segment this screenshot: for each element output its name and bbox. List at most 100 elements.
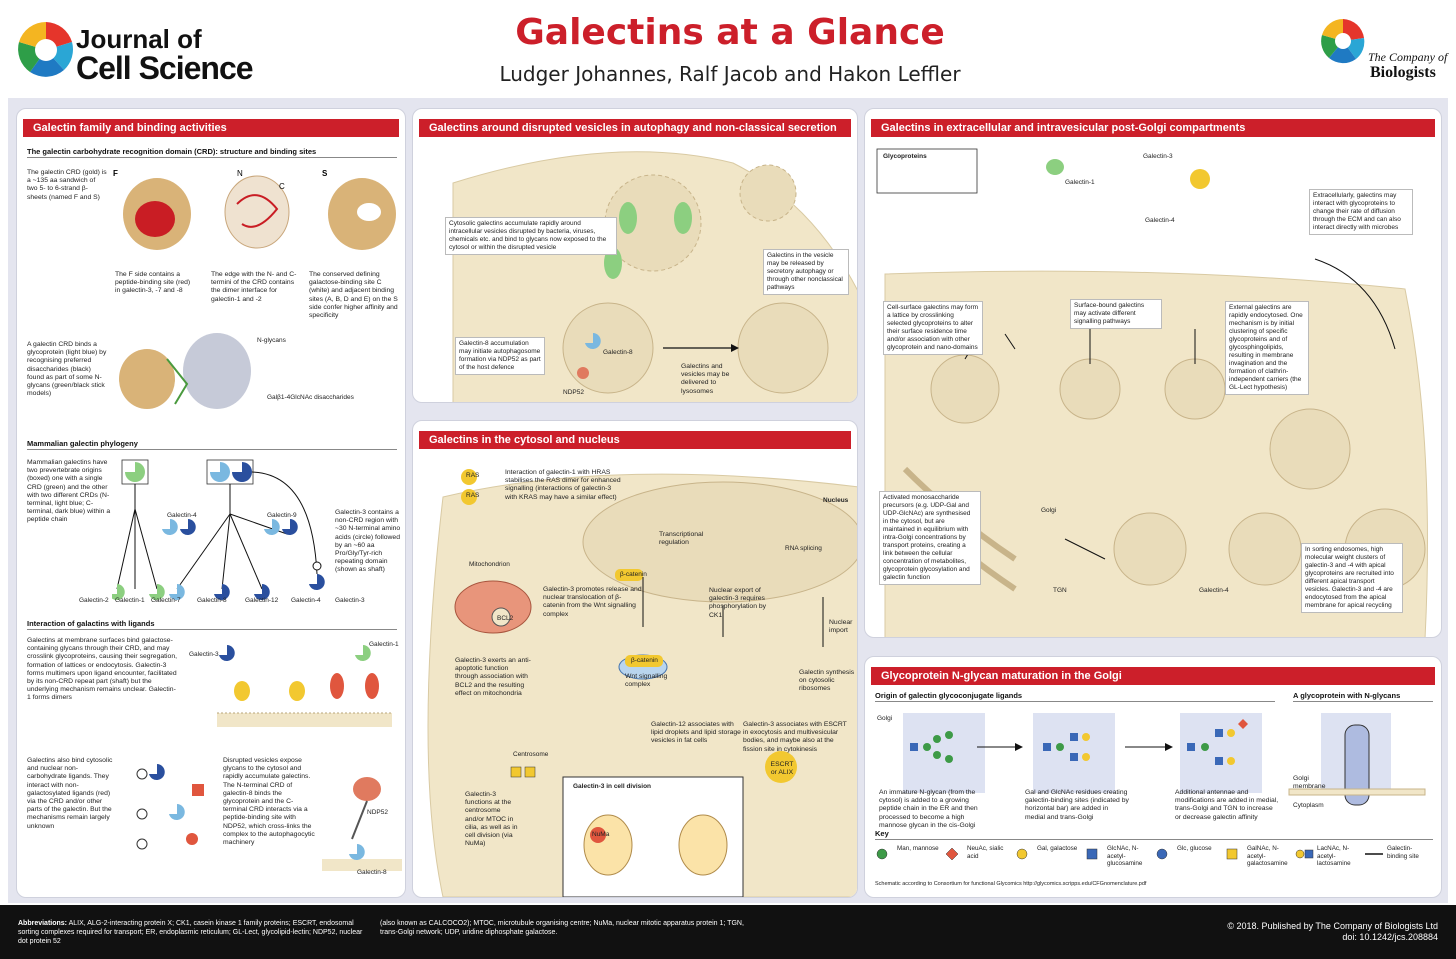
copyright-block: © 2018. Published by The Company of Biol… bbox=[1227, 921, 1438, 943]
galectin-3-phylogeny-text: Galectin-3 contains a non-CRD region wit… bbox=[335, 509, 401, 574]
numa-label: NuMa bbox=[592, 831, 610, 838]
phylogeny-tree-diagram bbox=[112, 459, 325, 600]
golgi-label: Golgi bbox=[1041, 507, 1057, 514]
key-heading: Key bbox=[875, 829, 889, 838]
leaf-label: Galectin-2 bbox=[79, 597, 109, 604]
galectin-4-label: Galectin-4 bbox=[1145, 217, 1175, 224]
abbreviations-part1: Abbreviations: ALIX, ALG-2-interacting p… bbox=[18, 919, 368, 946]
autophagy-cell-illustration bbox=[452, 151, 857, 402]
leaf-label: Galectin-7 bbox=[151, 597, 181, 604]
key-item-label: LacNAc, N-acetyl-lactosamine bbox=[1317, 845, 1351, 868]
key-item-label: Man, mannose bbox=[897, 845, 939, 852]
interaction-text: Galectins at membrane surfaces bind gala… bbox=[27, 637, 177, 702]
cytosol-cell-illustration bbox=[427, 469, 857, 897]
side-f-label: F bbox=[113, 169, 118, 178]
side-s-label: S bbox=[322, 169, 328, 178]
crd-intro-text: The galectin CRD (gold) is a ~135 aa san… bbox=[27, 169, 107, 201]
poster-header: Journal of Cell Science Galectins at a G… bbox=[0, 0, 1456, 98]
extracellular-note: Extracellularly, galectins may interact … bbox=[1309, 189, 1413, 235]
glycoprotein-binding-illustration bbox=[119, 333, 251, 409]
section-divider bbox=[27, 449, 397, 450]
key-symbol-icon bbox=[1086, 848, 1098, 860]
journal-name-line1: Journal of bbox=[76, 24, 202, 54]
endocytosis-note: External galectins are rapidly endocytos… bbox=[1225, 301, 1309, 395]
key-symbol-icon bbox=[1295, 849, 1314, 859]
maturation-step-3: Additional antennae and modifications ar… bbox=[1175, 789, 1279, 821]
abbreviations-label: Abbreviations: bbox=[18, 920, 68, 927]
key-symbol-icon bbox=[945, 847, 959, 861]
abbreviations-text: ALIX, ALG-2-interacting protein X; CK1, … bbox=[18, 920, 363, 945]
poster-footer: Abbreviations: ALIX, ALG-2-interacting p… bbox=[0, 905, 1456, 959]
copyright-text: © 2018. Published by The Company of Biol… bbox=[1227, 921, 1438, 931]
galectin-3-label: Galectin-3 bbox=[1143, 153, 1173, 160]
ras-label: RAS bbox=[466, 472, 480, 479]
key-item-label: GalNAc, N-acetyl-galactosamine bbox=[1247, 845, 1288, 868]
section-divider bbox=[875, 701, 1275, 702]
centrosome-label: Centrosome bbox=[513, 751, 549, 758]
disaccharide-label: Galβ1-4GlcNAc disaccharides bbox=[267, 394, 354, 401]
key-symbol-icon bbox=[1365, 853, 1383, 855]
panel-extracellular: Galectins in extracellular and intravesi… bbox=[864, 108, 1442, 638]
doi-link[interactable]: doi: 10.1242/jcs.208884 bbox=[1342, 932, 1438, 942]
monosaccharide-note: Activated monosaccharide precursors (e.g… bbox=[879, 491, 981, 585]
journal-name-line2: Cell Science bbox=[76, 50, 254, 86]
section-heading: The galectin carbohydrate recognition do… bbox=[27, 147, 317, 156]
signalling-note: Surface-bound galectins may activate dif… bbox=[1070, 299, 1162, 329]
glycoprotein-binding-text: A galectin CRD binds a glycoprotein (lig… bbox=[27, 341, 107, 398]
wnt-complex-label: Wnt signalling complex bbox=[625, 673, 668, 689]
ndp52-label: NDP52 bbox=[367, 809, 388, 816]
publisher-name-line2: Biologists bbox=[1370, 64, 1436, 81]
key-item: LacNAc, N-acetyl-lactosamine bbox=[1295, 845, 1361, 871]
escrt-text: Galectin-3 associates with ESCRT in exoc… bbox=[743, 721, 847, 753]
publisher-logo[interactable]: The Company of Biologists bbox=[1320, 16, 1450, 88]
panel-title: Glycoprotein N-glycan maturation in the … bbox=[871, 667, 1435, 685]
centrosome-text: Galectin-3 functions at the centrosome a… bbox=[465, 791, 518, 848]
cytosolic-ligand-text: Galectins also bind cytosolic and nuclea… bbox=[27, 757, 113, 830]
lipid-droplet-text: Galectin-12 associates with lipid drople… bbox=[651, 721, 741, 745]
lysosome-delivery-note: Galectins and vesicles may be delivered … bbox=[681, 363, 730, 395]
key-item-label: Gal, galactose bbox=[1037, 845, 1078, 852]
glycoproteins-label: Glycoproteins bbox=[883, 153, 927, 160]
leaf-label: Galectin-8 bbox=[197, 597, 227, 604]
section-divider bbox=[1293, 701, 1433, 702]
journal-logo-icon bbox=[18, 21, 74, 77]
panel-cytosol-nucleus: Galectins in the cytosol and nucleus RAS… bbox=[412, 420, 858, 898]
poster-body: Galectin family and binding activities T… bbox=[8, 98, 1448, 903]
ras-label: RAS bbox=[466, 492, 480, 499]
mitochondrion-label: Mitochondrion bbox=[469, 561, 510, 568]
cytosolic-galectins-note: Cytosolic galectins accumulate rapidly a… bbox=[445, 217, 617, 255]
galectin-1-label: Galectin-1 bbox=[1065, 179, 1095, 186]
side-c-label: C bbox=[279, 182, 285, 191]
side-n-label: N bbox=[237, 169, 243, 178]
panel-title: Galectin family and binding activities bbox=[23, 119, 399, 137]
galectin-4-label: Galectin-4 bbox=[167, 512, 197, 519]
bcl2-label: BCL2 bbox=[497, 615, 514, 622]
key-symbol-icon bbox=[1226, 848, 1238, 860]
key-symbol-icon bbox=[1156, 848, 1168, 860]
section-heading: Interaction of galactins with ligands bbox=[27, 619, 155, 628]
key-divider bbox=[875, 839, 1433, 840]
panel-galectin-family: Galectin family and binding activities T… bbox=[16, 108, 406, 898]
bcl2-function-text: Galectin-3 exerts an anti-apoptotic func… bbox=[455, 657, 531, 697]
cytoplasm-label: Cytoplasm bbox=[1293, 802, 1324, 809]
leaf-label: Galectin-1 bbox=[115, 597, 145, 604]
phylogeny-text: Mammalian galectins have two prevertebra… bbox=[27, 459, 111, 524]
caption-s-side: The conserved defining galactose-binding… bbox=[309, 271, 398, 320]
ndp52-label: NDP52 bbox=[563, 389, 584, 396]
key-item: Galectin-binding site bbox=[1365, 845, 1431, 871]
leaf-label: Galectin-3 bbox=[335, 597, 365, 604]
section-heading: Mammalian galectin phylogeny bbox=[27, 439, 138, 448]
nuclear-import-label: Nuclear import bbox=[829, 619, 853, 635]
beta-catenin-label: β-catenin bbox=[620, 571, 647, 578]
cytosolic-ligand-illustration bbox=[136, 764, 204, 850]
sorting-endosome-note: In sorting endosomes, high molecular wei… bbox=[1301, 543, 1403, 613]
key-item: GalNAc, N-acetyl-galactosamine bbox=[1225, 845, 1291, 871]
tgn-label: TGN bbox=[1053, 587, 1067, 594]
leaf-label: Galectin-12 bbox=[245, 597, 279, 604]
journal-logo[interactable]: Journal of Cell Science bbox=[16, 12, 276, 87]
nuclear-export-text: Nuclear export of galectin-3 requires ph… bbox=[709, 587, 767, 619]
galectin-4-label: Galectin-4 bbox=[1199, 587, 1229, 594]
section-divider bbox=[27, 157, 397, 158]
nglycan-maturation-diagram bbox=[903, 713, 1426, 806]
